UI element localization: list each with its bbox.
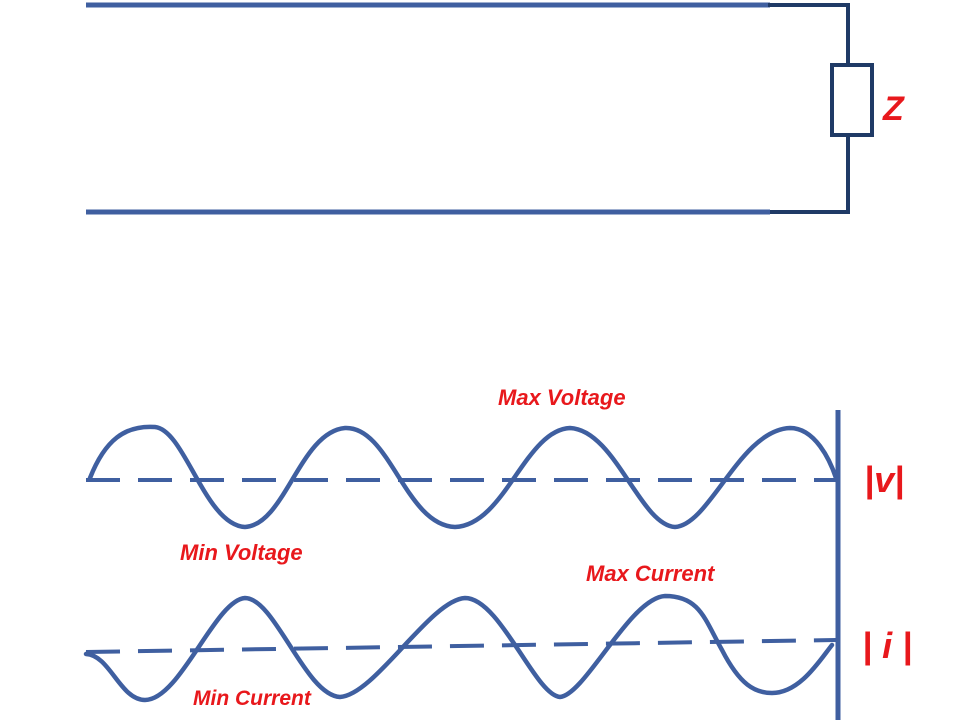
voltage-standing-wave: |v| Max Voltage Min Voltage [86,385,904,720]
current-magnitude-label: | i | [862,625,912,666]
load-impedance [830,63,874,137]
current-wave-curve [83,593,835,703]
current-standing-wave: | i | Max Current Min Current [83,561,912,710]
max-voltage-label: Max Voltage [498,385,626,410]
max-current-label: Max Current [586,561,716,586]
min-current-label: Min Current [193,687,312,710]
wire-top-right [768,3,850,65]
wire-bottom-right [768,135,850,214]
load-label: Z [882,90,905,128]
current-axis-dashed [85,638,837,654]
transmission-line-circuit: Z [86,2,905,215]
min-voltage-label: Min Voltage [180,540,303,565]
voltage-wave-curve [87,424,839,530]
voltage-magnitude-label: |v| [864,459,904,500]
